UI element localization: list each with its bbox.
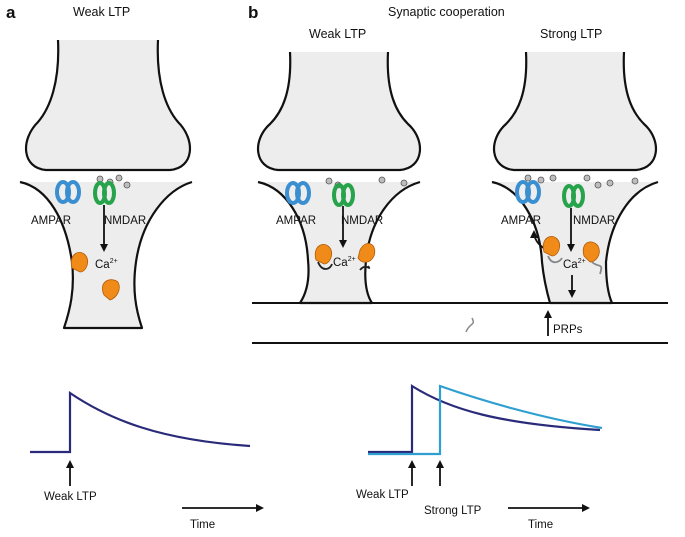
time-label-a: Time xyxy=(190,519,215,531)
presynaptic-terminal-b-weak xyxy=(256,51,422,172)
presynaptic-terminal-b-strong xyxy=(492,51,658,172)
strong-ltp-trace-b xyxy=(368,384,603,456)
nmdar-receptor-icon xyxy=(562,184,585,208)
panel-b: b Synaptic cooperation Weak LTP Strong L… xyxy=(248,3,668,531)
panel-a-title: Weak LTP xyxy=(73,5,130,19)
panel-b-title: Synaptic cooperation xyxy=(388,5,505,19)
mrna-icon xyxy=(465,317,475,333)
vesicle-icon xyxy=(524,174,639,189)
weak-ltp-trace-a xyxy=(30,390,251,454)
nmdar-label-b-weak: NMDAR xyxy=(341,215,383,227)
ampar-label-b-strong: AMPAR xyxy=(501,215,541,227)
ampar-receptor-icon xyxy=(515,180,541,204)
calcium-channel-icon xyxy=(542,236,600,263)
calcium-channel-icon xyxy=(70,252,120,301)
nmdar-receptor-icon xyxy=(93,181,116,205)
calcium-label-b-weak: Ca2+ xyxy=(333,256,356,269)
panel-b-letter: b xyxy=(248,3,258,22)
tag-icon xyxy=(317,261,371,271)
prps-label: PRPs xyxy=(553,324,583,336)
tag-icon xyxy=(547,255,603,275)
weak-ltp-stimulus-label-b: Weak LTP xyxy=(356,489,409,501)
panel-a-letter: a xyxy=(6,3,16,22)
weak-ltp-stimulus-label-a: Weak LTP xyxy=(44,491,97,503)
postsynaptic-spine-b-weak xyxy=(257,180,421,305)
calcium-label-b-strong: Ca2+ xyxy=(563,258,586,271)
ampar-label-a: AMPAR xyxy=(31,215,71,227)
calcium-label-a: Ca2+ xyxy=(95,258,118,271)
calcium-channel-icon xyxy=(314,243,376,265)
ampar-label-b-weak: AMPAR xyxy=(276,215,316,227)
ampar-receptor-icon xyxy=(55,180,81,204)
strong-ltp-stimulus-label-b: Strong LTP xyxy=(424,505,482,517)
nmdar-receptor-icon xyxy=(332,183,355,207)
panel-b-weak-title: Weak LTP xyxy=(309,27,366,41)
time-label-b: Time xyxy=(528,519,553,531)
weak-ltp-trace-b xyxy=(368,384,601,454)
panel-a: a Weak LTP AMPAR NMDAR Ca2+ xyxy=(6,3,264,531)
panel-b-strong-title: Strong LTP xyxy=(540,27,602,41)
nmdar-label-a: NMDAR xyxy=(104,215,146,227)
ampar-receptor-icon xyxy=(285,181,311,205)
postsynaptic-spine-a xyxy=(19,180,193,330)
nmdar-label-b-strong: NMDAR xyxy=(573,215,615,227)
presynaptic-terminal-a xyxy=(24,39,192,172)
postsynaptic-spine-b-strong xyxy=(491,180,659,305)
